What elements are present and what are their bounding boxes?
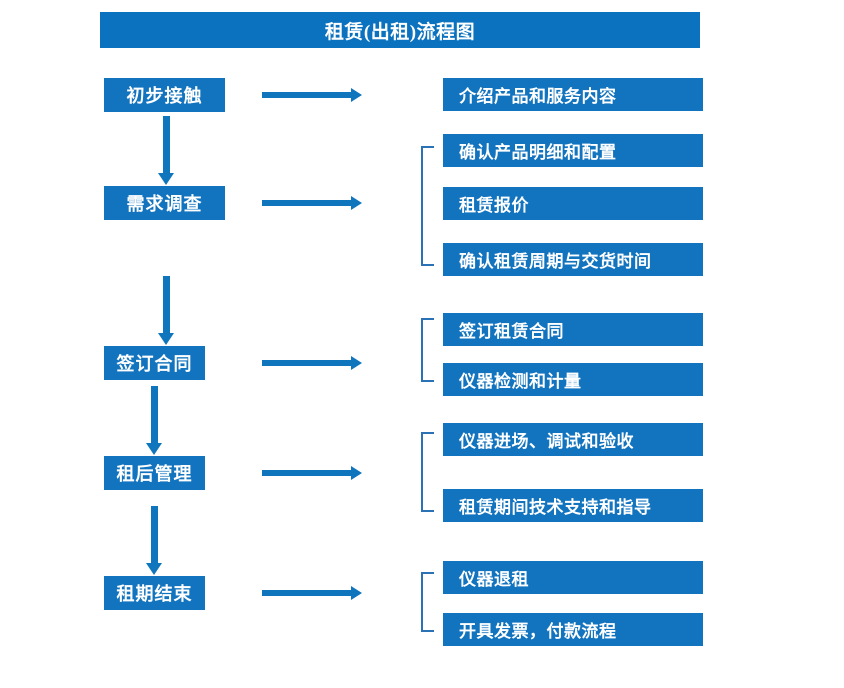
detail-box-confirm-product-spec[interactable]: 确认产品明细和配置 (443, 134, 703, 167)
down-arrow-icon-2 (158, 276, 174, 345)
stage-box-rental-end[interactable]: 租期结束 (104, 576, 205, 610)
stage-label: 签订合同 (116, 354, 193, 374)
right-arrow-icon-2 (262, 196, 362, 210)
right-arrow-icon-5 (262, 586, 362, 600)
detail-label: 开具发票，付款流程 (459, 622, 617, 641)
detail-label: 仪器检测和计量 (459, 372, 582, 391)
detail-label: 签订租赁合同 (459, 322, 564, 341)
stage-label: 租期结束 (116, 584, 193, 604)
detail-box-sign-rental-contract[interactable]: 签订租赁合同 (443, 313, 703, 346)
detail-box-instrument-inspection[interactable]: 仪器检测和计量 (443, 363, 703, 396)
detail-box-rental-quotation[interactable]: 租赁报价 (443, 187, 703, 220)
detail-box-invoice-payment[interactable]: 开具发票，付款流程 (443, 613, 703, 646)
detail-label: 仪器进场、调试和验收 (459, 432, 634, 451)
detail-label: 确认产品明细和配置 (459, 143, 617, 162)
stage-label: 租后管理 (116, 464, 193, 484)
bracket-group-5 (421, 572, 434, 632)
down-arrow-icon-1 (158, 116, 174, 185)
stage-label: 需求调查 (126, 194, 203, 214)
detail-box-introduce-products[interactable]: 介绍产品和服务内容 (443, 78, 703, 111)
bracket-group-2 (421, 146, 434, 266)
detail-label: 租赁期间技术支持和指导 (459, 498, 652, 517)
detail-label: 确认租赁周期与交货时间 (459, 252, 652, 271)
page-title: 租赁(出租)流程图 (100, 12, 700, 48)
stage-box-initial-contact[interactable]: 初步接触 (104, 78, 225, 112)
detail-label: 租赁报价 (459, 196, 529, 215)
detail-label: 仪器退租 (459, 570, 529, 589)
detail-box-confirm-period-delivery[interactable]: 确认租赁周期与交货时间 (443, 243, 703, 276)
detail-box-instrument-return[interactable]: 仪器退租 (443, 561, 703, 594)
bracket-group-4 (421, 432, 434, 512)
stage-box-sign-contract[interactable]: 签订合同 (104, 346, 205, 380)
stage-box-needs-survey[interactable]: 需求调查 (104, 186, 225, 220)
right-arrow-icon-3 (262, 356, 362, 370)
down-arrow-icon-4 (146, 506, 162, 575)
bracket-group-3 (421, 318, 434, 382)
down-arrow-icon-3 (146, 386, 162, 455)
stage-box-post-rental-management[interactable]: 租后管理 (104, 456, 205, 490)
right-arrow-icon-4 (262, 466, 362, 480)
detail-box-technical-support[interactable]: 租赁期间技术支持和指导 (443, 489, 703, 522)
detail-box-instrument-entry-commission[interactable]: 仪器进场、调试和验收 (443, 423, 703, 456)
right-arrow-icon-1 (262, 88, 362, 102)
detail-label: 介绍产品和服务内容 (459, 87, 617, 106)
stage-label: 初步接触 (126, 86, 203, 106)
